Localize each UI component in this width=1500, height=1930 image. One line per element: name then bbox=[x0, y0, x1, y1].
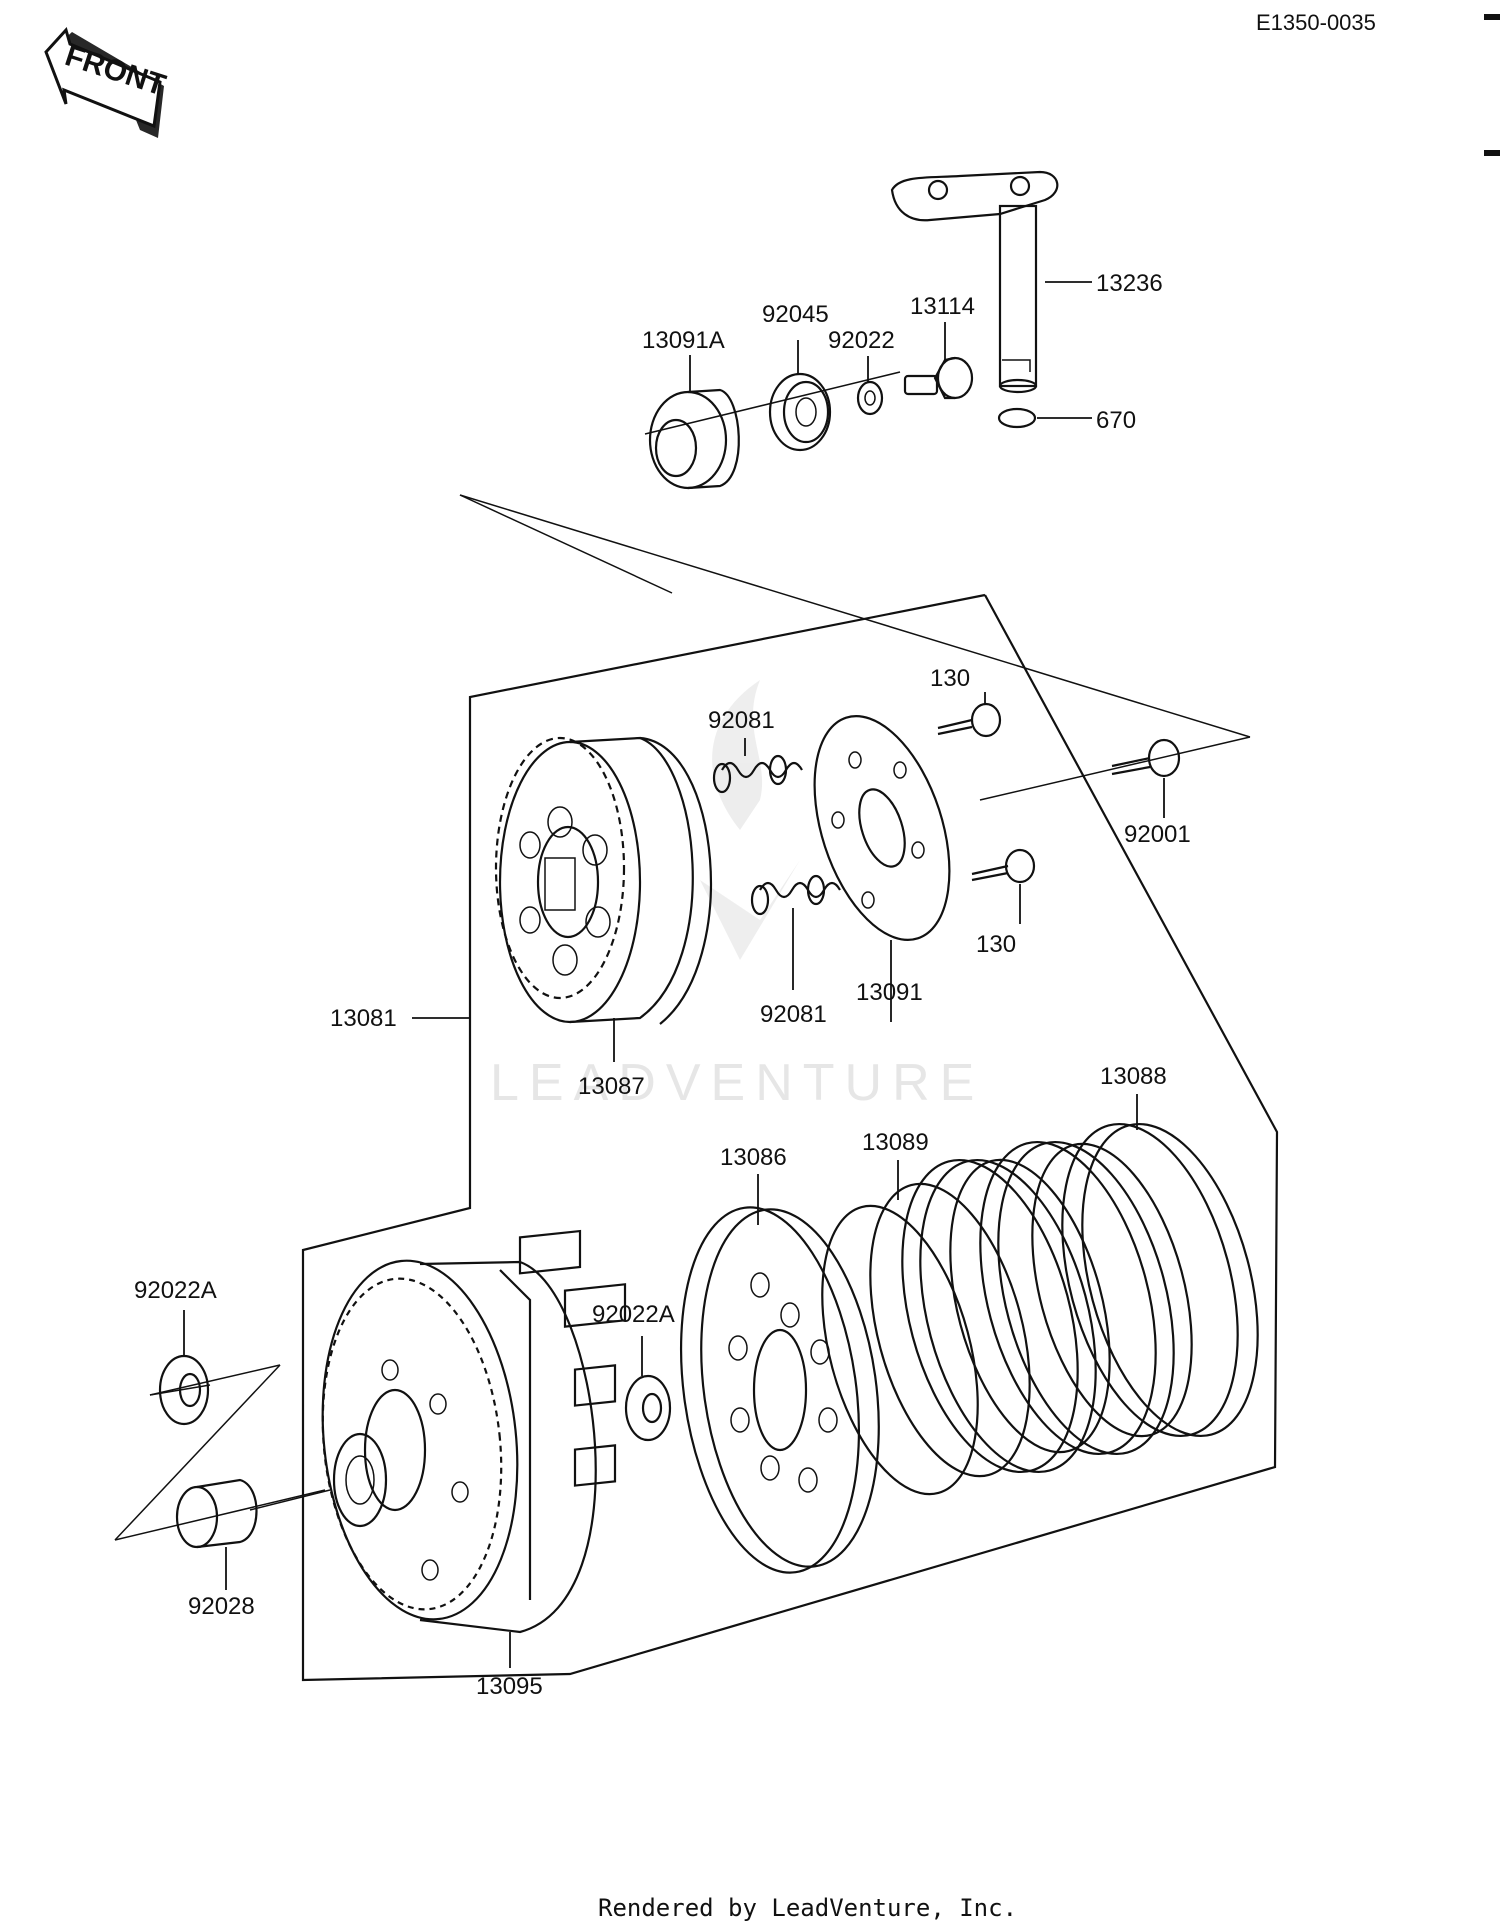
label-13095: 13095 bbox=[476, 1673, 543, 1700]
reference-line-b bbox=[459, 494, 1251, 738]
watermark-text: LEADVENTURE bbox=[490, 1054, 984, 1112]
label-13114: 13114 bbox=[910, 293, 975, 320]
label-13088: 13088 bbox=[1100, 1063, 1167, 1090]
bolt-130-bottom bbox=[971, 848, 1036, 884]
label-13086: 13086 bbox=[720, 1144, 787, 1171]
footer-credit: Rendered by LeadVenture, Inc. bbox=[598, 1894, 1017, 1922]
label-92045: 92045 bbox=[762, 301, 829, 328]
edge-mark-upper bbox=[1484, 150, 1500, 156]
collar-92028 bbox=[175, 1478, 258, 1549]
label-13087: 13087 bbox=[578, 1073, 645, 1100]
label-92081-top: 92081 bbox=[708, 707, 775, 734]
label-13081: 13081 bbox=[330, 1005, 397, 1032]
friction-plates-13088 bbox=[901, 1122, 1259, 1474]
label-13091a: 13091A bbox=[642, 327, 725, 354]
reference-line-f bbox=[114, 1364, 281, 1541]
washer-92022a-mid bbox=[624, 1374, 672, 1442]
pressure-plate-13091 bbox=[813, 715, 951, 941]
bearing-92045 bbox=[768, 372, 832, 452]
reference-line-e bbox=[149, 1364, 281, 1396]
label-92081-bottom: 92081 bbox=[760, 1001, 827, 1028]
bolt-130-top bbox=[937, 702, 1002, 738]
label-92022: 92022 bbox=[828, 327, 895, 354]
label-13236: 13236 bbox=[1096, 270, 1163, 297]
label-92001: 92001 bbox=[1124, 821, 1191, 848]
leader-lines bbox=[183, 281, 1165, 1668]
clutch-housing-13095 bbox=[321, 1229, 627, 1634]
bolt-92001 bbox=[1111, 738, 1181, 778]
axis-line-washer bbox=[149, 1384, 211, 1396]
seal-13091a bbox=[648, 388, 740, 490]
front-arrow-icon: FRONT bbox=[44, 26, 169, 138]
label-92022a-mid: 92022A bbox=[592, 1301, 675, 1328]
label-670: 670 bbox=[1096, 407, 1136, 434]
pressure-disc-13086 bbox=[679, 1206, 880, 1574]
label-92022a-left: 92022A bbox=[134, 1277, 217, 1304]
washer-92022 bbox=[856, 380, 884, 416]
label-13091: 13091 bbox=[856, 979, 923, 1006]
diagram-code: E1350-0035 bbox=[1256, 10, 1376, 35]
axis-line-lower bbox=[249, 1489, 331, 1511]
pusher-13114 bbox=[903, 356, 974, 400]
spring-92081-top bbox=[712, 754, 803, 794]
release-lever-shaft-13236 bbox=[890, 170, 1059, 394]
label-92028: 92028 bbox=[188, 1593, 255, 1620]
label-130-bottom: 130 bbox=[976, 931, 1016, 958]
washer-670 bbox=[997, 407, 1037, 429]
clutch-hub-13087 bbox=[494, 736, 712, 1025]
edge-mark-top bbox=[1484, 14, 1500, 20]
steel-plates-13089 bbox=[821, 1142, 1193, 1496]
reference-line-g bbox=[114, 1489, 326, 1541]
reference-line-a bbox=[459, 494, 673, 594]
label-130-top: 130 bbox=[930, 665, 970, 692]
spring-92081-bottom bbox=[750, 874, 841, 916]
assembly-outline bbox=[301, 593, 1279, 1682]
watermark: LEADVENTURE bbox=[490, 680, 984, 1112]
reference-line-c bbox=[979, 736, 1251, 801]
label-13089: 13089 bbox=[862, 1129, 929, 1156]
